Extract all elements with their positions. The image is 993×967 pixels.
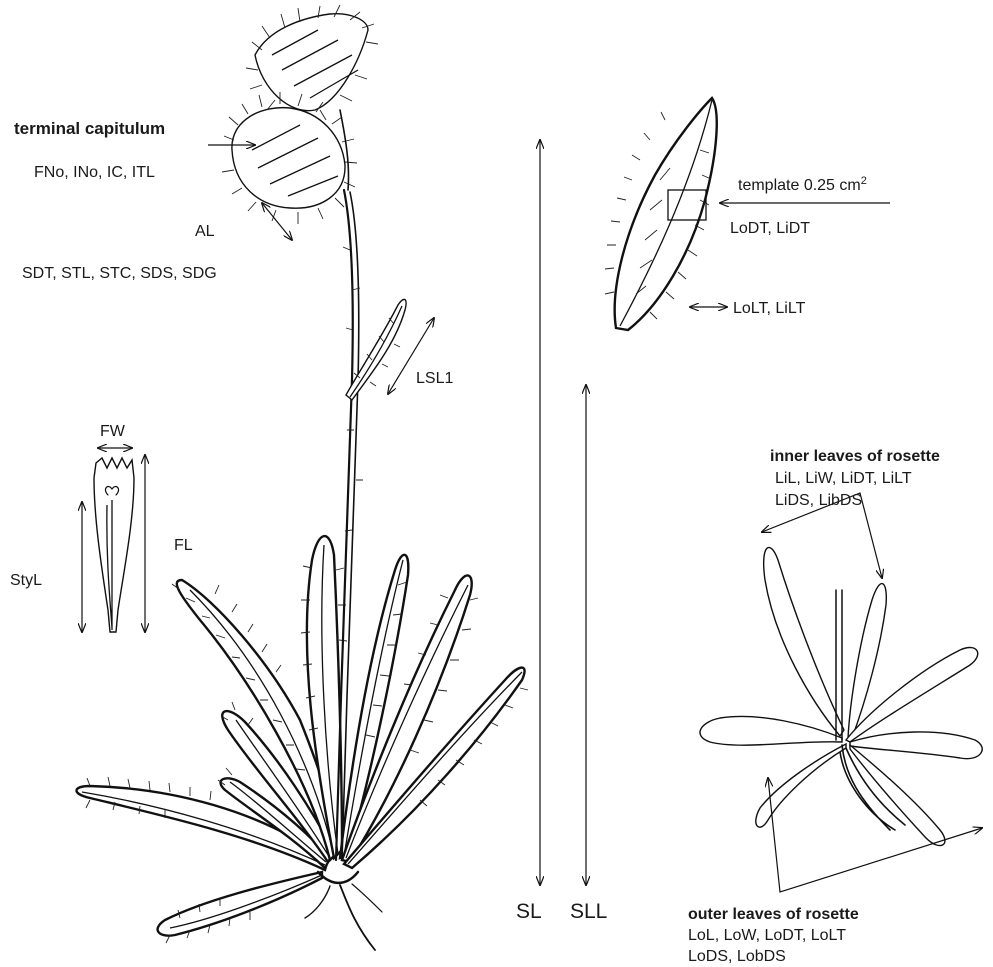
plant-base bbox=[305, 872, 382, 950]
al-label: AL bbox=[195, 223, 215, 240]
lsl1-label: LSL1 bbox=[416, 370, 453, 387]
template-superscript: 2 bbox=[861, 175, 867, 187]
fw-label: FW bbox=[100, 423, 126, 440]
terminal-capitulum-label: terminal capitulum bbox=[14, 119, 165, 138]
rosette-leaves bbox=[77, 536, 525, 936]
measurement-arrows bbox=[82, 140, 982, 892]
floret-illustration bbox=[94, 458, 134, 632]
trait-labels: terminal capitulum FNo, INo, IC, ITL AL … bbox=[10, 119, 940, 965]
template-label: template 0.25 cm2 bbox=[738, 175, 867, 194]
outer-leaves-traits-2: LoDS, LobDS bbox=[688, 948, 786, 965]
styl-label: StyL bbox=[10, 572, 42, 589]
stem-leaf bbox=[346, 299, 406, 400]
al-arrow bbox=[262, 203, 292, 240]
fl-label: FL bbox=[174, 537, 193, 554]
inner-leaves-title: inner leaves of rosette bbox=[770, 448, 940, 465]
density-traits-label: LoDT, LiDT bbox=[730, 220, 810, 237]
leaf-detail-illustration bbox=[605, 98, 717, 330]
outer-leaves-title: outer leaves of rosette bbox=[688, 906, 859, 923]
plant-illustration bbox=[77, 5, 529, 950]
outer-leaves-traits-1: LoL, LoW, LoDT, LoLT bbox=[688, 927, 846, 944]
capitula bbox=[222, 5, 378, 224]
capitulum-traits-label: FNo, INo, IC, ITL bbox=[34, 164, 155, 181]
leaf-lower-left bbox=[158, 872, 322, 936]
sl-label: SL bbox=[516, 900, 542, 923]
inner-leaves-traits-2: LiDS, LibDS bbox=[775, 492, 862, 509]
rosette-illustration bbox=[700, 547, 982, 845]
inner-leaves-traits-1: LiL, LiW, LiDT, LiLT bbox=[775, 470, 912, 487]
length-traits-label: LoLT, LiLT bbox=[733, 300, 806, 317]
sll-label: SLL bbox=[570, 900, 607, 923]
stem-traits-label: SDT, STL, STC, SDS, SDG bbox=[22, 265, 217, 282]
